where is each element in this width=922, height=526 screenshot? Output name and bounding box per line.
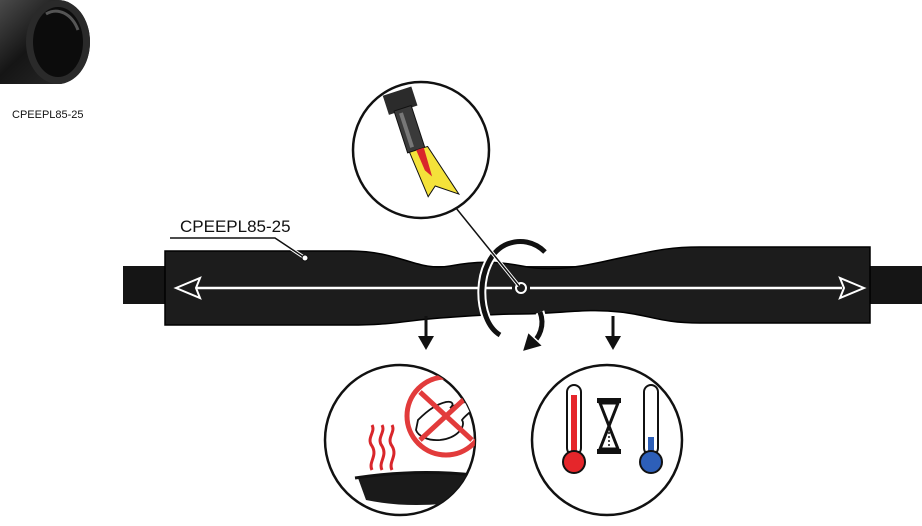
thumbnail-label: CPEEPL85-25 [12, 109, 84, 121]
down-arrow-right [605, 316, 621, 350]
thermometer-hourglass-icon [562, 384, 663, 474]
rotate-icon [477, 237, 549, 354]
tube-thumbnail-icon [0, 0, 90, 84]
sleeve-callout-label: CPEEPL85-25 [180, 217, 291, 236]
down-arrow-left [418, 316, 434, 350]
heat-gun-icon [382, 86, 461, 198]
